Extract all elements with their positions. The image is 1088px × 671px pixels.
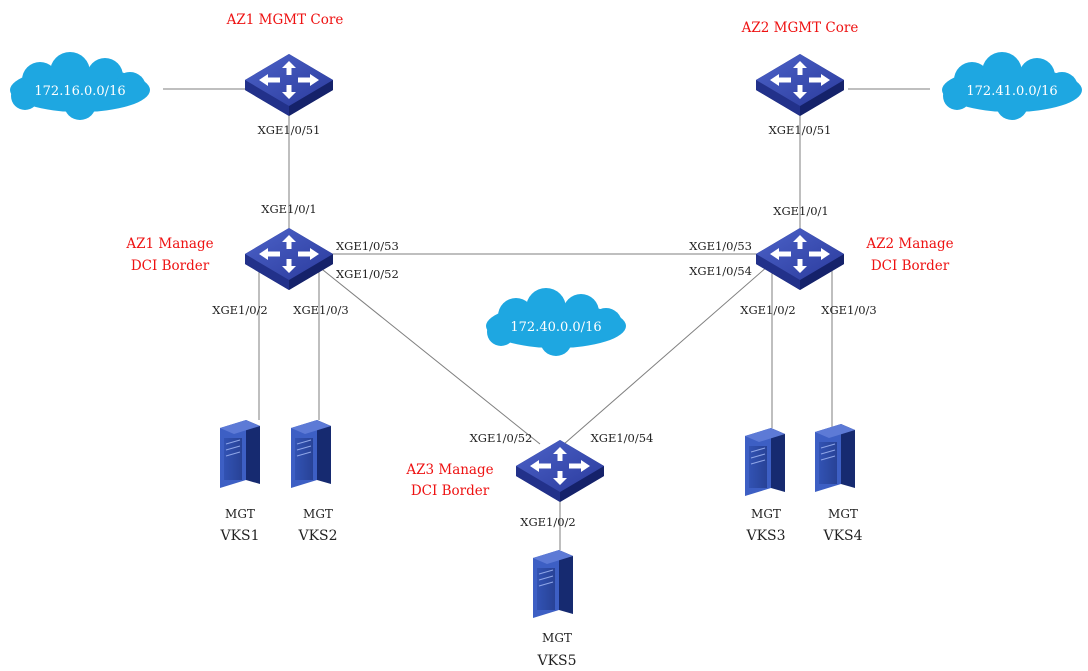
- az2-border-port-2: XGE1/0/2: [740, 303, 795, 317]
- az1-border-title-line2: DCI Border: [131, 258, 210, 274]
- server-icon: [219, 419, 261, 489]
- switch-icon: [756, 228, 844, 290]
- server-icon: [290, 419, 332, 489]
- az1-border-port-2: XGE1/0/2: [212, 303, 267, 317]
- server-label: MGT: [751, 507, 781, 521]
- server-name: VKS4: [822, 528, 862, 544]
- az3-border-port-2: XGE1/0/2: [520, 515, 575, 529]
- az3-border-title-line1: AZ3 Manage: [405, 462, 493, 478]
- server-vks3[interactable]: MGT VKS3: [744, 427, 786, 544]
- server-vks5[interactable]: MGT VKS5: [532, 549, 577, 669]
- server-label: MGT: [303, 507, 333, 521]
- az1-border-title-line1: AZ1 Manage: [125, 236, 213, 252]
- az1-border-port-52: XGE1/0/52: [336, 267, 399, 281]
- az1-core-switch[interactable]: AZ1 MGMT Core XGE1/0/51: [226, 12, 344, 137]
- az2-core-title: AZ2 MGMT Core: [741, 20, 859, 36]
- switch-icon: [245, 228, 333, 290]
- az1-core-title: AZ1 MGMT Core: [226, 12, 344, 28]
- server-label: MGT: [828, 507, 858, 521]
- az1-border-port-53: XGE1/0/53: [336, 239, 399, 253]
- az1-core-port-down: XGE1/0/51: [258, 123, 321, 137]
- cloud-left: 172.16.0.0/16: [10, 52, 150, 120]
- cloud-right: 172.41.0.0/16: [942, 52, 1082, 120]
- az2-core-port-down: XGE1/0/51: [769, 123, 832, 137]
- links: [163, 88, 930, 550]
- cloud-middle: 172.40.0.0/16: [486, 288, 626, 356]
- az2-border-port-54: XGE1/0/54: [689, 264, 752, 278]
- az1-border-port-up: XGE1/0/1: [261, 202, 316, 216]
- cloud-right-label: 172.41.0.0/16: [966, 84, 1057, 99]
- server-name: VKS2: [297, 528, 337, 544]
- az2-core-switch[interactable]: AZ2 MGMT Core XGE1/0/51: [741, 20, 859, 137]
- az2-border-title-line2: DCI Border: [871, 258, 950, 274]
- server-icon: [532, 549, 574, 619]
- server-vks1[interactable]: MGT VKS1: [219, 419, 261, 544]
- az2-border-port-up: XGE1/0/1: [773, 204, 828, 218]
- switch-icon: [245, 54, 333, 116]
- az2-border-port-3: XGE1/0/3: [821, 303, 876, 317]
- az3-border-switch[interactable]: AZ3 Manage DCI Border XGE1/0/52 XGE1/0/5…: [405, 431, 653, 529]
- server-vks2[interactable]: MGT VKS2: [290, 419, 338, 544]
- link-az2-border-az3-border: [563, 265, 769, 445]
- az2-border-port-53: XGE1/0/53: [689, 239, 752, 253]
- server-vks4[interactable]: MGT VKS4: [814, 423, 863, 544]
- server-icon: [744, 427, 786, 497]
- server-label: MGT: [542, 631, 572, 645]
- az2-border-switch[interactable]: AZ2 Manage DCI Border XGE1/0/1 XGE1/0/53…: [689, 204, 953, 317]
- az1-border-port-3: XGE1/0/3: [293, 303, 348, 317]
- server-icon: [814, 423, 856, 493]
- cloud-middle-label: 172.40.0.0/16: [510, 320, 601, 335]
- az3-border-title-line2: DCI Border: [411, 483, 490, 499]
- server-name: VKS5: [536, 653, 576, 669]
- switch-icon: [516, 440, 604, 502]
- link-az1-border-az3-border: [317, 265, 541, 445]
- cloud-left-label: 172.16.0.0/16: [34, 84, 125, 99]
- server-name: VKS3: [745, 528, 785, 544]
- az3-border-port-52: XGE1/0/52: [470, 431, 533, 445]
- az2-border-title-line1: AZ2 Manage: [865, 236, 953, 252]
- server-label: MGT: [225, 507, 255, 521]
- az3-border-port-54: XGE1/0/54: [591, 431, 654, 445]
- server-name: VKS1: [219, 528, 259, 544]
- switch-icon: [756, 54, 844, 116]
- az1-border-switch[interactable]: AZ1 Manage DCI Border XGE1/0/1 XGE1/0/53…: [125, 202, 398, 317]
